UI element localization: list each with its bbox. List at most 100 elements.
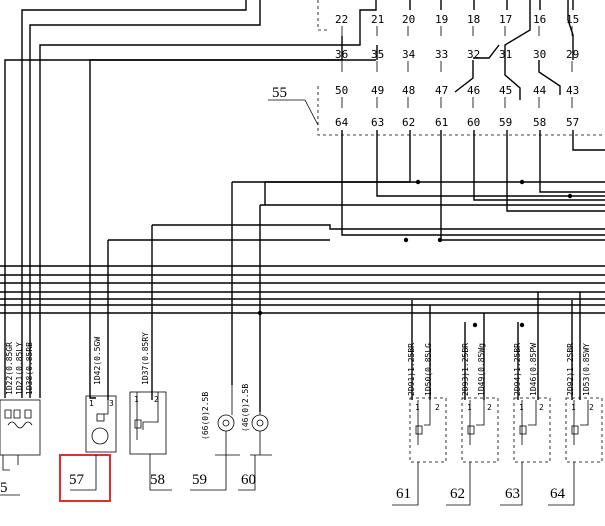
terminal-2: 2: [435, 403, 440, 412]
connector-55-label: 55: [272, 85, 287, 101]
pin-34: 34: [402, 48, 416, 61]
connector-outline: [317, 0, 605, 136]
terminal-1: 1: [519, 403, 524, 412]
pin-58: 58: [533, 116, 546, 129]
wire-58: 1D37(0.85RY: [141, 332, 150, 385]
highlight-box: [59, 454, 111, 502]
pin-46: 46: [467, 84, 480, 97]
pin-62: 62: [402, 116, 415, 129]
component-59-label: 59: [192, 472, 207, 488]
wire-57: 1D42(0.5GW: [93, 337, 102, 385]
pin-16: 16: [533, 13, 546, 26]
switch-contact-icon: [467, 425, 475, 435]
terminal-2: 2: [589, 403, 594, 412]
pin-30: 30: [533, 48, 546, 61]
ground-lamp-icon: [251, 414, 269, 432]
ground-lamp-inner: [256, 419, 264, 427]
wire-62-b: 1D49(0.85Wg: [477, 343, 486, 396]
component-left-terminals: [4, 409, 32, 419]
connector-55-leader-slant: [304, 99, 319, 126]
pin-22: 22: [335, 13, 348, 26]
wire-left-1: 1D22(0.85GR: [5, 342, 14, 395]
pin-43: 43: [566, 84, 579, 97]
pin-49: 49: [371, 84, 384, 97]
component-62-body: [461, 397, 499, 463]
wire-code-labels: 1D22(0.85GR 1D21(0.85LY 1D38(0.85RB 1D42…: [5, 332, 591, 440]
switch-contact-icon: [571, 425, 579, 435]
sensor-element-icon: [96, 413, 105, 422]
component-59: 59: [190, 385, 240, 491]
terminal-2: 2: [539, 403, 544, 412]
component-left-label: 5: [0, 480, 8, 496]
pin-row-3: 50 49 48 47 46 45 44 43: [335, 84, 579, 97]
pin-20: 20: [402, 13, 415, 26]
ground-lamp-icon: [217, 414, 235, 432]
terminal-2: 2: [487, 403, 492, 412]
wire-63-a: 2D94)1.25BR: [513, 343, 522, 396]
wire-64-a: 2D92)1.25BR: [566, 343, 575, 396]
wire-left-2: 1D21(0.85LY: [15, 342, 24, 395]
wire-64-b: 1D53(0.85WY: [582, 343, 591, 396]
wire-61-a: 2D91)1.25BR: [407, 343, 416, 396]
component-63-body: [513, 397, 551, 463]
component-left-partial: 5: [0, 399, 41, 496]
pin-60: 60: [467, 116, 480, 129]
pin-50: 50: [335, 84, 348, 97]
sensor-bulb-icon: [91, 427, 109, 445]
component-61-body: [409, 397, 447, 463]
pin-48: 48: [402, 84, 415, 97]
terminal-1: 1: [571, 403, 576, 412]
pin-21: 21: [371, 13, 384, 26]
component-57-label: 57: [69, 472, 85, 488]
component-left-body: [0, 399, 41, 456]
pin-61: 61: [435, 116, 448, 129]
wire-60: (46(0)2.5B: [241, 384, 250, 432]
component-64-label: 64: [550, 486, 566, 502]
switch-icon: [417, 400, 431, 445]
pin-63: 63: [371, 116, 384, 129]
pin-33: 33: [435, 48, 448, 61]
pin-row-2: 36 35 34 33 32 31 30 29: [335, 48, 579, 61]
switch-contact-icon: [134, 419, 142, 429]
switch-icon: [573, 400, 589, 445]
pin-17: 17: [499, 13, 512, 26]
pin-59: 59: [499, 116, 512, 129]
terminal-2: 2: [154, 395, 159, 404]
pin-44: 44: [533, 84, 547, 97]
ground-lamp-inner: [222, 419, 230, 427]
pin-row-1: 22 21 20 19 18 17 16 15: [335, 13, 579, 26]
component-63: 1 2 63: [500, 397, 551, 506]
component-63-label: 63: [505, 486, 520, 502]
pin-19: 19: [435, 13, 448, 26]
switch-contact-icon: [519, 425, 527, 435]
wires: [0, 0, 605, 412]
wire-left-3: 1D38(0.85RB: [25, 342, 34, 395]
component-57: 1 3 57: [59, 395, 117, 502]
terminal-3: 3: [109, 399, 114, 408]
wire-62-a: 2D93)1.25BR: [461, 343, 470, 396]
component-62-label: 62: [450, 486, 465, 502]
connector-55: 22 21 20 19 18 17 16 15 36 35 34 33 32 3…: [268, 0, 605, 136]
switch-icon: [136, 392, 159, 440]
switch-contact-icon: [415, 425, 423, 435]
terminal-1: 1: [134, 395, 139, 404]
pin-47: 47: [435, 84, 448, 97]
component-62: 1 2 62: [446, 397, 499, 506]
coil-icon: [7, 421, 33, 429]
terminal-1: 1: [467, 403, 472, 412]
component-60: 60: [238, 412, 272, 491]
pin-row-4: 64 63 62 61 60 59 58 57: [335, 116, 579, 129]
component-58-body: [129, 391, 167, 455]
wire-59: (66(0)2.5B: [201, 392, 210, 440]
wire-63-b: 1D46(0.85PW: [529, 343, 538, 396]
pin-57: 57: [566, 116, 579, 129]
switch-icon: [469, 400, 485, 445]
terminal-1: 1: [89, 399, 94, 408]
component-64: 1 2 64: [548, 397, 603, 506]
component-61: 1 2 61: [392, 397, 447, 506]
component-60-label: 60: [241, 472, 256, 488]
component-64-body: [565, 397, 603, 463]
component-61-label: 61: [396, 486, 411, 502]
component-58: 1 2 58: [129, 391, 172, 491]
